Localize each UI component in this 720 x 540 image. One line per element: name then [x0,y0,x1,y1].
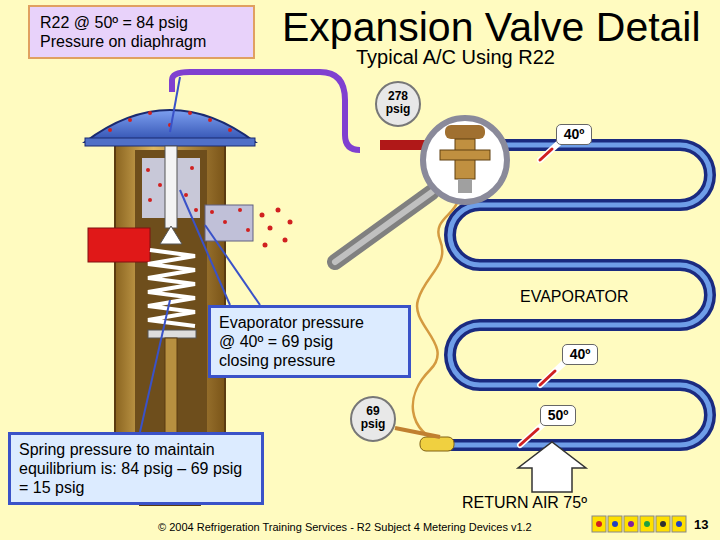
note-box: R22 @ 50º = 84 psig Pressure on diaphrag… [28,5,255,59]
gauge [351,397,395,441]
nav-icons [592,516,686,532]
callout-box: Evaporator pressure @ 40º = 69 psig clos… [208,305,411,378]
diaphragm-dome [85,110,255,142]
sensing-bulb [420,437,454,451]
gauge-hose [395,428,440,437]
subtitle: Typical A/C Using R22 [356,47,616,68]
magnifier-lens [423,118,507,202]
liquid-inlet [88,228,150,262]
push-rod [165,146,177,228]
air-label: RETURN AIR 75º [462,494,662,511]
gauge-reading: 69 psig [353,405,393,431]
bulb-capillary [413,200,458,445]
box-text: R22 @ 50º = 84 psig Pressure on diaphrag… [40,13,243,51]
needle [160,226,182,244]
temperature-tag: 40º [556,124,592,145]
box-text: Evaporator pressure @ 40º = 69 psig clos… [219,313,378,370]
temperature-tag: 40º [562,344,598,365]
callout-box: Spring pressure to maintain equilibrium … [8,432,264,505]
box-text: Spring pressure to maintain equilibrium … [19,440,253,497]
gauge [376,82,420,126]
leader-lines [140,77,260,432]
copyright: © 2004 Refrigeration Training Services -… [158,521,578,533]
txv-head [445,125,485,139]
evaporator-coil [430,145,710,445]
component-label: EVAPORATOR [520,288,660,305]
flash-gas-dots [210,208,293,248]
slide-title: Expansion Valve Detail [282,4,701,50]
gauge-reading: 278 psig [378,90,418,116]
temperature-tag: 50º [540,405,576,426]
diaphragm [85,138,255,146]
magnifier-handle [335,192,432,262]
page-number: 13 [694,518,718,532]
air-arrow [518,442,586,492]
spring-seat [148,330,196,338]
spring [148,250,195,326]
